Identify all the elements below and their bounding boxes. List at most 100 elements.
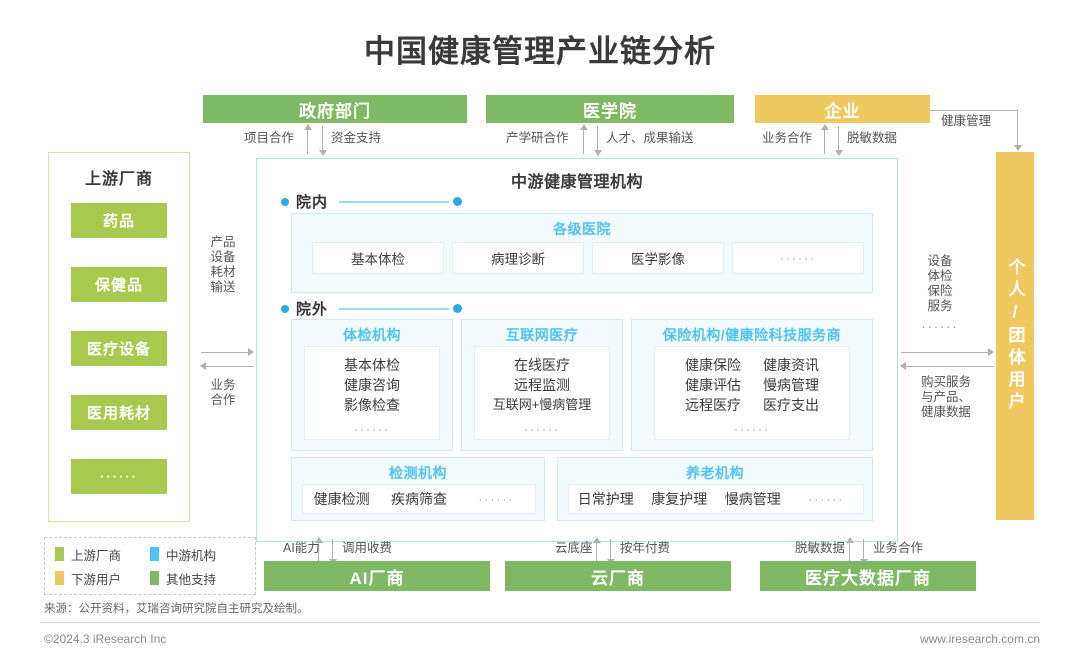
testing-more: ······ [478, 492, 515, 506]
internet-line-1: 在线医疗 [514, 357, 570, 373]
checkup-more: ······ [354, 422, 390, 436]
arrowhead-middle-to-upstream [200, 362, 206, 370]
internet-more: ······ [524, 422, 560, 436]
top-box-medical-school-label: 医学院 [583, 101, 637, 121]
connector-enterprise-to-user-label: 健康管理 [941, 114, 992, 128]
upstream-item-drugs-label: 药品 [102, 213, 135, 230]
eldercare-more: ······ [808, 492, 845, 506]
connector-government-down: 资金支持 [331, 131, 382, 145]
legend-item-other: 其他支持 [150, 569, 245, 588]
upstream-item-health-products-label: 保健品 [94, 277, 143, 294]
page-title: 中国健康管理产业链分析 [364, 34, 716, 69]
group-internet-healthcare-body[interactable]: 在线医疗 远程监测 互联网+慢病管理 ······ [474, 346, 610, 440]
arrow-enterprise-to-user-vertical [1017, 110, 1018, 148]
group-testing-title: 检测机构 [389, 465, 447, 481]
top-box-enterprise-label: 企业 [824, 101, 861, 121]
insurance-c2-l3: 医疗支出 [763, 397, 819, 413]
group-checkup: 体检机构 基本体检 健康咨询 影像检查 ······ [291, 319, 453, 451]
right-connector-forward-label: 设备 体检 保险 服务 [927, 254, 953, 313]
right-connector-backward-label: 购买服务 与产品、 健康数据 [920, 375, 971, 419]
legend-label-downstream: 下游用户 [71, 572, 122, 587]
hospital-cell-3[interactable]: 医学影像 [592, 242, 724, 274]
hospital-cell-4-label: ······ [780, 251, 816, 265]
copyright-text: ©2024.3 iResearch Inc [44, 632, 167, 646]
bottom-box-ai-vendor[interactable]: AI厂商 [264, 561, 490, 591]
top-box-government[interactable]: 政府部门 [203, 95, 467, 123]
insurance-col-2: 健康资讯 慢病管理 医疗支出 [763, 355, 819, 415]
hospital-cell-1[interactable]: 基本体检 [312, 242, 444, 274]
arrowhead-up-government [304, 124, 312, 130]
legend-label-other: 其他支持 [166, 572, 217, 587]
website-text: www.iresearch.com.cn [919, 632, 1040, 646]
legend-item-downstream: 下游用户 [55, 569, 150, 588]
arrowhead-down-government [319, 150, 327, 156]
bottom-box-cloud-vendor-label: 云厂商 [591, 568, 645, 588]
upstream-item-more-label: ······ [100, 469, 138, 484]
left-connector-forward-label: 产品 设备 耗材 输送 [210, 235, 236, 294]
arrow-down-government [322, 126, 323, 152]
section-label-inhospital-text: 院内 [296, 194, 329, 211]
arrowhead-up-bigdata [846, 537, 854, 543]
bottom-box-cloud-vendor[interactable]: 云厂商 [505, 561, 731, 591]
insurance-c2-l2: 慢病管理 [763, 377, 819, 393]
group-checkup-body[interactable]: 基本体检 健康咨询 影像检查 ······ [304, 346, 440, 440]
group-testing-body[interactable]: 健康检测 疾病筛查 ······ [302, 484, 536, 514]
upstream-item-drugs[interactable]: 药品 [71, 203, 167, 238]
upstream-panel: 上游厂商 药品 保健品 医疗设备 医用耗材 ······ [48, 152, 190, 522]
arrow-down-medical-school [597, 126, 598, 152]
group-eldercare-body[interactable]: 日常护理 康复护理 慢病管理 ······ [568, 484, 864, 514]
arrowhead-up-cloud [593, 537, 601, 543]
arrowhead-up-medical-school [580, 124, 588, 130]
hospital-cell-2[interactable]: 病理诊断 [452, 242, 584, 274]
downstream-user-bar[interactable]: 个人/团体用户 [996, 152, 1034, 520]
hospital-cell-3-label: 医学影像 [631, 252, 685, 267]
legend-label-upstream: 上游厂商 [71, 548, 122, 563]
upstream-item-medical-devices[interactable]: 医疗设备 [71, 331, 167, 366]
upstream-item-consumables[interactable]: 医用耗材 [71, 395, 167, 430]
group-insurance: 保险机构/健康险科技服务商 健康保险 健康评估 远程医疗 健康资讯 慢病管理 医… [631, 319, 873, 451]
arrow-up-medical-school [583, 128, 584, 154]
top-box-medical-school[interactable]: 医学院 [486, 95, 734, 123]
eldercare-item-1: 日常护理 [577, 491, 634, 507]
section-label-outhospital-text: 院外 [296, 301, 329, 318]
connector-enterprise-up: 业务合作 [762, 131, 813, 145]
connector-bigdata-up: 脱敏数据 [795, 541, 846, 555]
arrowhead-enterprise-to-user [1014, 145, 1022, 151]
arrow-down-bigdata [863, 539, 864, 561]
connector-medical-school-up: 产学研合作 [506, 131, 569, 145]
connector-ai-down: 调用收费 [342, 541, 393, 555]
arrowhead-up-enterprise [821, 124, 829, 130]
bottom-box-ai-vendor-label: AI厂商 [349, 568, 405, 588]
arrowhead-down-enterprise [835, 150, 843, 156]
arrowhead-down-medical-school [594, 150, 602, 156]
top-box-enterprise[interactable]: 企业 [755, 95, 930, 123]
group-testing: 检测机构 健康检测 疾病筛查 ······ [291, 457, 545, 521]
insurance-c1-l1: 健康保险 [685, 357, 741, 373]
legend: 上游厂商 中游机构 下游用户 其他支持 [44, 537, 256, 595]
top-box-government-label: 政府部门 [299, 101, 371, 121]
bottom-box-bigdata-vendor[interactable]: 医疗大数据厂商 [760, 561, 976, 591]
section-rule [339, 200, 450, 203]
arrow-up-government [307, 128, 308, 154]
group-hospitals: 各级医院 基本体检 病理诊断 医学影像 ······ [291, 213, 873, 293]
group-internet-healthcare: 互联网医疗 在线医疗 远程监测 互联网+慢病管理 ······ [461, 319, 623, 451]
arrowhead-middle-to-user [988, 348, 994, 356]
checkup-line-3: 影像检查 [344, 397, 400, 413]
upstream-item-health-products[interactable]: 保健品 [71, 267, 167, 302]
upstream-item-more[interactable]: ······ [71, 459, 167, 494]
arrow-user-to-middle [906, 366, 994, 367]
downstream-user-label: 个人/团体用户 [1005, 258, 1025, 414]
upstream-item-medical-devices-label: 医疗设备 [86, 341, 151, 358]
group-insurance-body[interactable]: 健康保险 健康评估 远程医疗 健康资讯 慢病管理 医疗支出 ······ [654, 346, 850, 440]
testing-item-1: 健康检测 [313, 491, 370, 507]
hospital-cell-4[interactable]: ······ [732, 242, 864, 274]
legend-swatch-other-icon [150, 571, 159, 585]
internet-line-2: 远程监测 [514, 377, 570, 393]
insurance-col-1: 健康保险 健康评估 远程医疗 [685, 355, 741, 415]
arrow-down-cloud [610, 539, 611, 561]
arrow-middle-to-upstream [206, 366, 254, 367]
legend-swatch-middle-icon [150, 547, 159, 561]
arrow-up-ai [318, 541, 319, 563]
arrow-up-cloud [596, 541, 597, 563]
